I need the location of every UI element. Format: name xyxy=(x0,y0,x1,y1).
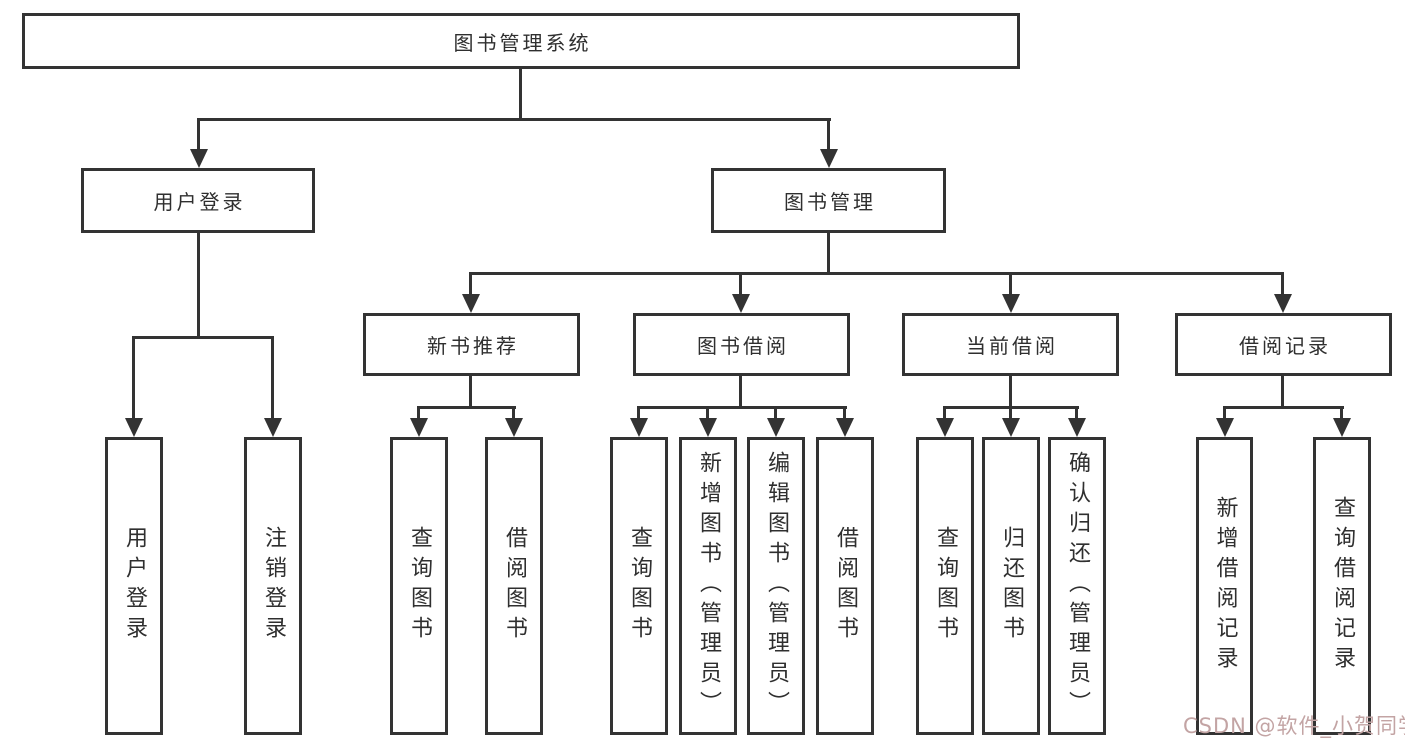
arrowhead-br-query-icon xyxy=(1333,418,1351,437)
connector-drop-rec-borrow xyxy=(512,406,515,419)
node-cb-confirm-return-admin: 确认归还（管理员） xyxy=(1048,437,1106,735)
arrowhead-bb-edit-icon xyxy=(767,418,785,437)
connector-drop-rec-query xyxy=(417,406,420,419)
connector-drop-cb-return xyxy=(1009,406,1012,419)
connector-rail-level1 xyxy=(197,118,831,121)
connector-drop-new-book-rec xyxy=(469,272,472,296)
connector-drop-logout-leaf xyxy=(271,336,274,420)
connector-rail-borrow-record xyxy=(1223,406,1344,409)
node-bb-borrow-books: 借阅图书 xyxy=(816,437,874,735)
arrowhead-rec-borrow-icon xyxy=(505,418,523,437)
arrowhead-login-leaf-icon xyxy=(125,418,143,437)
node-leaf-user-login: 用户登录 xyxy=(105,437,163,735)
connector-drop-bb-edit xyxy=(774,406,777,419)
connector-drop-login-leaf xyxy=(132,336,135,420)
connector-rail-user-login xyxy=(132,336,274,339)
connector-drop-br-query xyxy=(1340,406,1343,419)
arrowhead-bb-add-icon xyxy=(699,418,717,437)
node-current-borrowing: 当前借阅 xyxy=(902,313,1119,376)
connector-rail-book-borrow xyxy=(637,406,847,409)
connector-drop-cb-confirm xyxy=(1075,406,1078,419)
arrowhead-new-book-rec-icon xyxy=(462,294,480,313)
node-bb-edit-books-admin: 编辑图书（管理员） xyxy=(747,437,805,735)
node-cb-query-books: 查询图书 xyxy=(916,437,974,735)
node-book-management: 图书管理 xyxy=(711,168,946,233)
connector-current-borrow-stub xyxy=(1009,376,1012,406)
node-bb-add-books-admin: 新增图书（管理员） xyxy=(679,437,737,735)
arrowhead-book-mgmt-icon xyxy=(820,149,838,168)
arrowhead-rec-query-icon xyxy=(410,418,428,437)
arrowhead-current-borrow-icon xyxy=(1002,294,1020,313)
connector-drop-bb-add xyxy=(706,406,709,419)
connector-drop-user-login xyxy=(197,118,200,151)
arrowhead-bb-borrow-icon xyxy=(836,418,854,437)
arrowhead-book-borrow-icon xyxy=(732,294,750,313)
node-new-book-recommendation: 新书推荐 xyxy=(363,313,580,376)
connector-rail-new-book-rec xyxy=(417,406,516,409)
connector-drop-cb-query xyxy=(943,406,946,419)
node-bb-query-books: 查询图书 xyxy=(610,437,668,735)
node-cb-return-books: 归还图书 xyxy=(982,437,1040,735)
connector-user-login-stub xyxy=(197,233,200,336)
node-library-management-system: 图书管理系统 xyxy=(22,13,1020,69)
connector-drop-bb-borrow xyxy=(843,406,846,419)
node-rec-query-books: 查询图书 xyxy=(390,437,448,735)
node-br-add-record: 新增借阅记录 xyxy=(1196,437,1253,735)
node-borrowing-records: 借阅记录 xyxy=(1175,313,1392,376)
connector-borrow-record-stub xyxy=(1281,376,1284,406)
arrowhead-cb-return-icon xyxy=(1002,418,1020,437)
connector-rail-level2 xyxy=(469,272,1284,275)
arrowhead-borrow-record-icon xyxy=(1274,294,1292,313)
node-br-query-record: 查询借阅记录 xyxy=(1313,437,1371,735)
connector-book-borrow-stub xyxy=(739,376,742,406)
connector-book-mgmt-stub xyxy=(827,233,830,272)
connector-drop-book-borrow xyxy=(739,272,742,296)
connector-drop-current-borrow xyxy=(1009,272,1012,296)
arrowhead-user-login-icon xyxy=(190,149,208,168)
node-book-borrowing: 图书借阅 xyxy=(633,313,850,376)
arrowhead-logout-leaf-icon xyxy=(264,418,282,437)
arrowhead-cb-query-icon xyxy=(936,418,954,437)
connector-drop-borrow-record xyxy=(1281,272,1284,296)
node-rec-borrow-books: 借阅图书 xyxy=(485,437,543,735)
arrowhead-cb-confirm-icon xyxy=(1068,418,1086,437)
arrowhead-bb-query-icon xyxy=(630,418,648,437)
connector-drop-br-add xyxy=(1223,406,1226,419)
connector-root-stub xyxy=(519,69,522,118)
connector-drop-bb-query xyxy=(637,406,640,419)
connector-drop-book-mgmt xyxy=(827,118,830,151)
watermark: CSDN @软件_小贺同学 xyxy=(1183,714,1405,738)
connector-new-book-rec-stub xyxy=(469,376,472,406)
arrowhead-br-add-icon xyxy=(1216,418,1234,437)
node-user-login: 用户登录 xyxy=(81,168,315,233)
node-leaf-logout: 注销登录 xyxy=(244,437,302,735)
